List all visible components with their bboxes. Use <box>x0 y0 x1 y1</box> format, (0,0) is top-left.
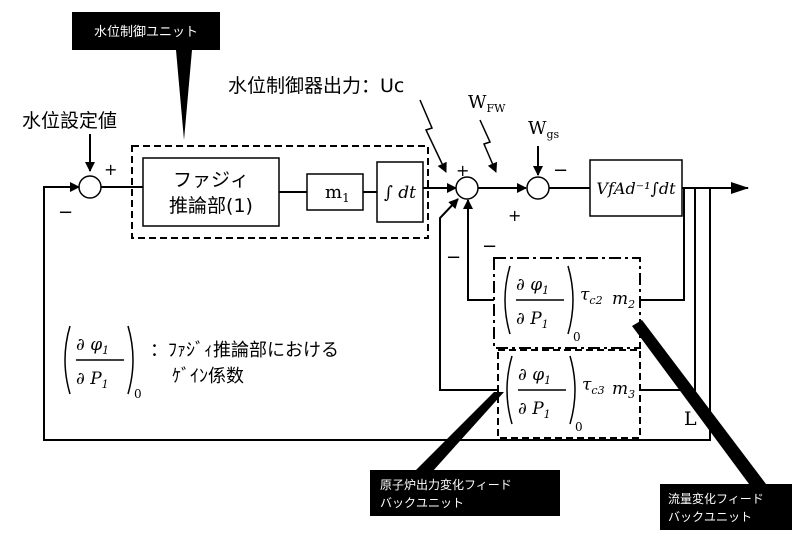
sign-plus-2: + <box>456 161 469 180</box>
m3-label: m3 <box>612 379 635 401</box>
svg-text:流量変化フィード: 流量変化フィード <box>668 491 764 506</box>
sign-minus-1: − <box>58 202 73 223</box>
svg-text:バックユニット: バックユニット <box>380 496 464 510</box>
m2-label: m2 <box>612 289 635 311</box>
reactor-feedback-tap <box>640 188 685 301</box>
integral-label: ∫ dt <box>384 183 416 203</box>
sign-minus-4: − <box>553 160 568 181</box>
l-output-label: L <box>684 408 697 430</box>
main-feedback-line <box>43 182 711 441</box>
m1-label: m1 <box>325 182 350 205</box>
controller-output-label: 水位制御器出力：Uc <box>228 75 404 97</box>
svg-text:∂ φ1: ∂ φ1 <box>518 365 551 387</box>
gain-note-line2: ｹﾞｲﾝ係数 <box>172 366 244 387</box>
gain-legend: ∂ φ1 ∂ P1 0 ：ﾌｧｼﾞｨ推論部における ｹﾞｲﾝ係数 <box>64 325 339 401</box>
callout-pointer <box>632 320 766 488</box>
tau-c3-label: τc3 <box>582 375 605 397</box>
sign-plus-3: + <box>508 206 521 225</box>
plant-label: VfAd⁻¹∫dt <box>596 179 676 198</box>
callout-pointer <box>414 392 504 472</box>
integral-block <box>376 161 424 223</box>
controller-output-pointer <box>419 99 447 173</box>
callout-controller-unit: 水位制御ユニット <box>72 12 220 140</box>
callout-box <box>660 484 792 530</box>
controller-unit-boundary <box>131 145 429 239</box>
callout-box <box>72 12 220 50</box>
gain-note-line1: ：ﾌｧｼﾞｨ推論部における <box>150 340 339 361</box>
fuzzy-inference-block <box>142 157 280 227</box>
wgs-label: Wgs <box>528 118 560 141</box>
setpoint-label: 水位設定値 <box>22 110 117 132</box>
reactor-feedback-line <box>463 199 494 301</box>
feedback-unit-2 <box>493 257 641 349</box>
tau-c2-label: τc2 <box>580 285 603 307</box>
flow-feedback-line <box>439 198 498 391</box>
svg-text:∂ P1: ∂ P1 <box>518 399 551 421</box>
svg-text:∂ φ1: ∂ φ1 <box>76 335 109 357</box>
summing-junction-1 <box>78 175 102 199</box>
sign-minus-3: − <box>446 247 461 268</box>
svg-text:バックユニット: バックユニット <box>668 510 752 524</box>
flow-feedback-tap <box>640 188 696 391</box>
plant-block <box>589 159 683 217</box>
summing-junction-2 <box>455 176 479 200</box>
summing-junction-3 <box>526 176 550 200</box>
callout-reactor-feedback-unit: 原子炉出力変化フィード バックユニット <box>370 392 560 516</box>
fuzzy-label-2: 推論部(1) <box>169 195 253 217</box>
wfw-label: WFW <box>468 92 506 115</box>
fuzzy-label-1: ファジィ <box>173 169 249 191</box>
sign-plus-1: + <box>104 160 117 179</box>
partial-expression-3: ∂ φ1 ∂ P1 0 τc3 m3 <box>506 355 635 434</box>
callout-flow-feedback-unit: 流量変化フィード バックユニット <box>632 320 792 530</box>
partial-expression-2: ∂ φ1 ∂ P1 0 τc2 m2 <box>504 265 635 344</box>
svg-text:0: 0 <box>573 330 581 344</box>
wfw-pointer <box>479 119 498 173</box>
callout-controller-unit-label: 水位制御ユニット <box>94 25 198 40</box>
svg-text:原子炉出力変化フィード: 原子炉出力変化フィード <box>380 477 512 492</box>
callout-box <box>370 470 560 516</box>
callout-pointer <box>176 50 192 140</box>
svg-text:∂ P1: ∂ P1 <box>516 309 549 331</box>
svg-text:0: 0 <box>575 420 583 434</box>
feedback-unit-3 <box>497 349 641 439</box>
svg-text:∂ P1: ∂ P1 <box>76 369 109 391</box>
svg-text:∂ φ1: ∂ φ1 <box>516 275 549 297</box>
svg-text:0: 0 <box>134 387 142 401</box>
sign-minus-2: − <box>482 236 497 257</box>
